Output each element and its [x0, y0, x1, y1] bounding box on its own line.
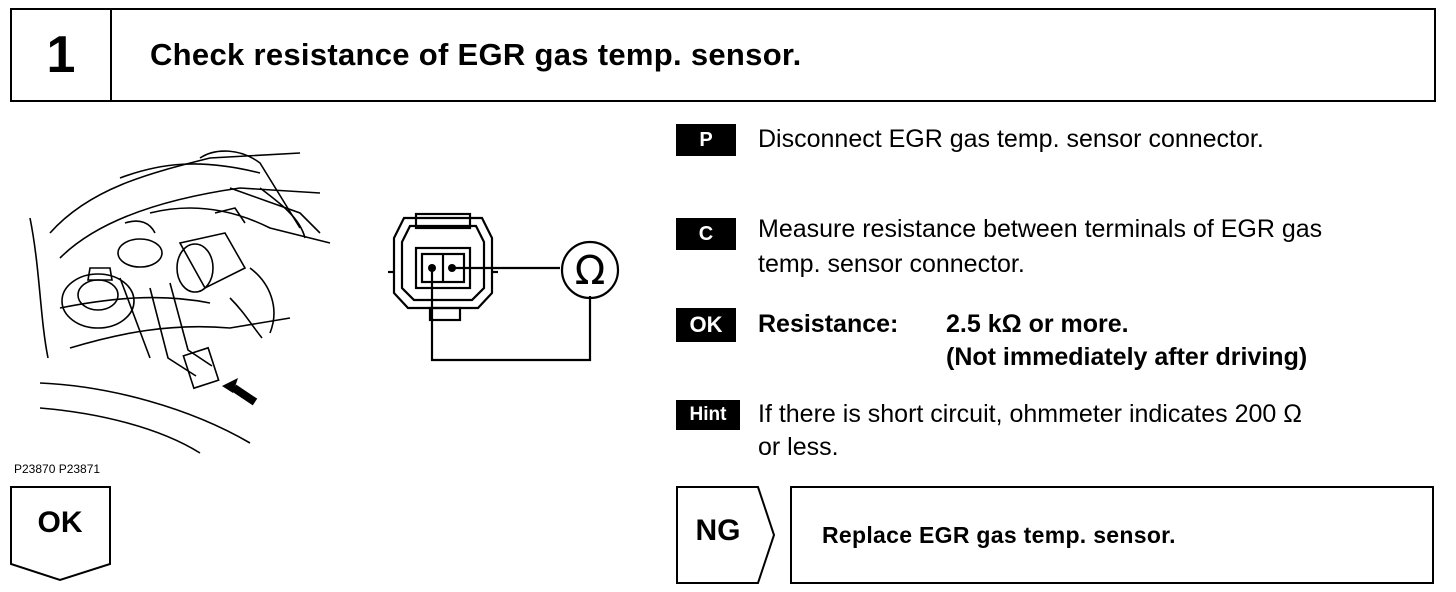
ok-result-label: OK: [37, 506, 83, 539]
resistance-condition: (Not immediately after driving): [946, 343, 1308, 371]
ok-result-shape: [10, 486, 111, 582]
arrow-icon: [222, 378, 258, 406]
resistance-value: 2.5 kΩ or more.: [946, 310, 1129, 338]
step-c-line1: Measure resistance between terminals of …: [758, 215, 1323, 243]
ng-result-label: NG: [695, 514, 741, 547]
ng-action-text: Replace EGR gas temp. sensor.: [822, 521, 1176, 548]
badge-p: P: [676, 124, 736, 156]
step-number: 1: [12, 10, 112, 100]
ng-result-shape: [676, 486, 776, 584]
figure-ids: P23870 P23871: [14, 462, 101, 476]
connector-diagram: [388, 212, 620, 362]
badge-hint: Hint: [676, 400, 740, 430]
resistance-label: Resistance:: [758, 310, 899, 338]
ohmmeter-symbol: Ω: [575, 248, 606, 294]
engine-and-connector-illustration: Ω: [29, 150, 620, 454]
engine-bay-drawing: [29, 150, 331, 454]
step-title: Check resistance of EGR gas temp. sensor…: [150, 37, 802, 72]
hint-line2: or less.: [758, 433, 839, 461]
step-p-text: Disconnect EGR gas temp. sensor connecto…: [758, 125, 1264, 153]
badge-c: C: [676, 218, 736, 250]
badge-ok: OK: [676, 308, 736, 342]
step-header: 1 Check resistance of EGR gas temp. sens…: [10, 8, 1436, 102]
hint-line1: If there is short circuit, ohmmeter indi…: [758, 400, 1302, 428]
step-c-line2: temp. sensor connector.: [758, 250, 1025, 278]
ng-action-box: Replace EGR gas temp. sensor.: [790, 486, 1434, 584]
